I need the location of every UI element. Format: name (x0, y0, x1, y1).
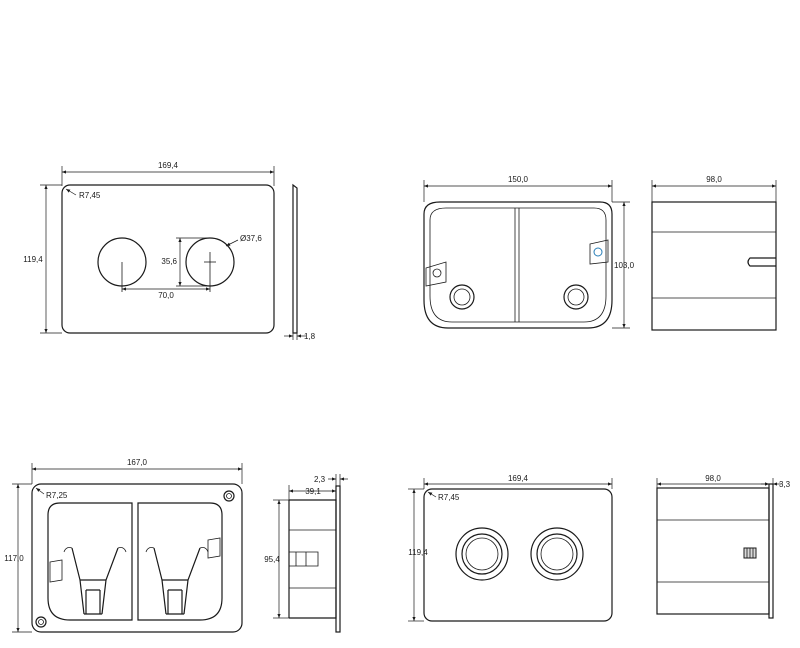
dim-box-width: 150,0 (508, 175, 529, 184)
dim-diameter: Ø37,6 (240, 234, 262, 243)
dim-button-plate-radius: R7,45 (438, 493, 460, 502)
dim-button-plate-width: 169,4 (508, 474, 529, 483)
dim-height: 119,4 (23, 255, 43, 264)
box-front-view: 150,0 103,0 (423, 175, 635, 329)
dim-thickness: 1,8 (304, 332, 316, 341)
frame-front-view: 167,0 117,0 R7,25 (4, 458, 243, 633)
dim-button-plate-height: 119,4 (408, 548, 428, 557)
dim-frame-height: 117,0 (4, 554, 24, 563)
plate-side-view: 1,8 (284, 183, 316, 341)
dim-frame-offset: 2,3 (314, 475, 326, 484)
dim-spacing: 70,0 (158, 291, 174, 300)
dim-frame-width: 167,0 (127, 458, 148, 467)
dim-hole-height: 35,6 (161, 257, 177, 266)
dim-box-height: 103,0 (614, 261, 635, 270)
box-side-view: 98,0 (651, 175, 777, 331)
dim-frame-inner-height: 95,4 (264, 555, 280, 564)
plate-front-view: 169,4 119,4 R7,45 Ø37,6 35,6 70,0 (23, 161, 275, 334)
dim-box-depth: 98,0 (706, 175, 722, 184)
dim-button-plate-depth: 98,0 (705, 474, 721, 483)
dim-frame-radius: R7,25 (46, 491, 68, 500)
button-plate-side-view: 98,0 3,3 (656, 474, 791, 619)
frame-side-view: 39,1 2,3 95,4 (264, 474, 348, 633)
dim-frame-depth: 39,1 (305, 487, 321, 496)
dim-radius: R7,45 (79, 191, 101, 200)
button-plate-front-view: 169,4 119,4 R7,45 (408, 474, 613, 622)
dim-button-plate-offset: 3,3 (779, 480, 791, 489)
dim-width: 169,4 (158, 161, 179, 170)
